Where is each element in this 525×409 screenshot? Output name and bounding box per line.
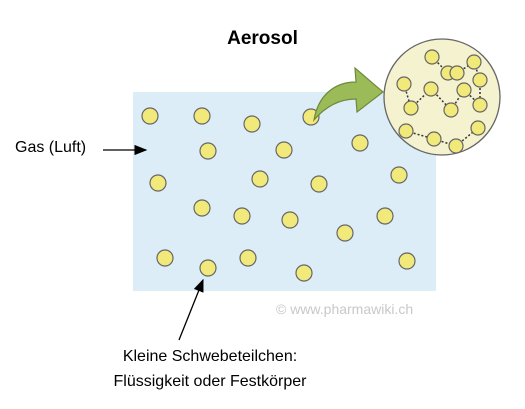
particle — [275, 141, 293, 159]
particle — [199, 142, 217, 160]
zoom-particle — [396, 76, 412, 92]
particle — [351, 134, 369, 152]
particle — [141, 107, 159, 125]
particle — [295, 264, 313, 282]
particle-label: Kleine Schwebeteilchen: Flüssigkeit oder… — [60, 344, 360, 394]
particle — [281, 211, 299, 229]
zoom-particle — [398, 123, 414, 139]
particle — [149, 174, 167, 192]
gas-label: Gas (Luft) — [15, 139, 87, 156]
zoom-particle — [448, 138, 464, 154]
gas-box — [133, 92, 436, 291]
diagram-title: Aerosol — [227, 28, 298, 49]
particle-label-line2: Flüssigkeit oder Festkörper — [113, 373, 307, 390]
zoom-particle — [472, 97, 488, 113]
watermark: © www.pharmawiki.ch — [276, 301, 414, 317]
particle — [156, 249, 174, 267]
particle — [239, 249, 257, 267]
particle-label-line1: Kleine Schwebeteilchen: — [122, 348, 298, 365]
zoom-particle — [456, 82, 472, 98]
zoom-particle — [470, 120, 486, 136]
zoom-particle — [424, 49, 440, 65]
zoom-particle — [472, 72, 488, 88]
particle — [336, 224, 354, 242]
particle — [251, 170, 269, 188]
zoom-arrow — [313, 66, 384, 123]
zoom-particles — [396, 49, 488, 154]
zoom-circle — [383, 38, 501, 156]
zoom-particle — [449, 65, 465, 81]
zoom-particle — [466, 54, 482, 70]
gas-particles — [141, 107, 416, 282]
particle-pointer-arrow — [178, 278, 204, 341]
particle — [233, 207, 251, 225]
zoom-particle — [426, 131, 442, 147]
particle — [199, 259, 217, 277]
particle — [193, 199, 211, 217]
zoom-particle — [443, 102, 459, 118]
particle — [243, 115, 261, 133]
particle — [398, 252, 416, 270]
particle — [193, 107, 211, 125]
zoom-particle — [403, 100, 419, 116]
particle — [390, 166, 408, 184]
particle — [310, 175, 328, 193]
zoom-particle — [423, 81, 439, 97]
particle — [376, 207, 394, 225]
